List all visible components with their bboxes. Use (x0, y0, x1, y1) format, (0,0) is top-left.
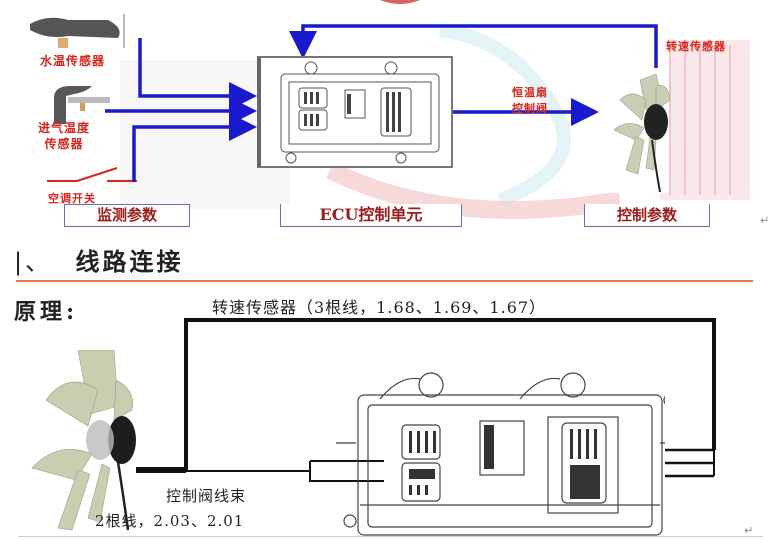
fan-image-top (613, 73, 671, 193)
intake-temp-sensor-label-line2: 传感器 (44, 137, 84, 151)
top-diagram: 水温传感器 进气温度 传感器 空调开关 (0, 0, 777, 230)
signal-arrows (105, 24, 658, 182)
ecu-unit-image (257, 56, 453, 168)
fan-valve-label-line1: 恒温扇 (512, 86, 548, 99)
paragraph-mark: ↵ (760, 214, 770, 227)
fan-valve-label-line2: 控制阀 (512, 102, 548, 115)
fan-valve-label: 恒温扇 控制阀 (512, 85, 548, 117)
ac-switch-symbol (47, 167, 137, 182)
valve-harness-label: 控制阀线束 (166, 487, 247, 505)
intake-temp-sensor-label: 进气温度 传感器 (38, 120, 90, 152)
speed-sensor-label-top: 转速传感器 (666, 40, 726, 53)
water-temp-sensor-image (30, 14, 125, 48)
caption-control-params: 控制参数 (584, 204, 710, 227)
water-temp-sensor-label: 水温传感器 (40, 54, 106, 68)
fan-image-bottom (31, 350, 136, 531)
principle-label: 原理: (14, 299, 79, 325)
intake-temp-sensor-image (54, 86, 110, 124)
bottom-border-line (18, 536, 763, 537)
ecu-unit-drawing-large (336, 372, 665, 536)
paragraph-mark: ↵ (744, 524, 754, 537)
section-divider (16, 280, 753, 282)
ecu-drawing (280, 61, 440, 164)
valve-harness-wires-label: 2根线，2.03、2.01 (95, 512, 245, 530)
section-heading: |、 线路连接 (14, 242, 183, 277)
section-title: 线路连接 (75, 248, 184, 276)
speed-sensor-wiring-label: 转速传感器（3根线，1.68、1.69、1.67） (212, 298, 547, 317)
section-number-fragment: |、 (14, 248, 53, 276)
intake-temp-sensor-label-line1: 进气温度 (38, 121, 91, 135)
caption-ecu-unit: ECU控制单元 (280, 204, 462, 227)
ac-switch-label: 空调开关 (48, 192, 96, 205)
caption-monitor-params: 监测参数 (64, 204, 190, 227)
